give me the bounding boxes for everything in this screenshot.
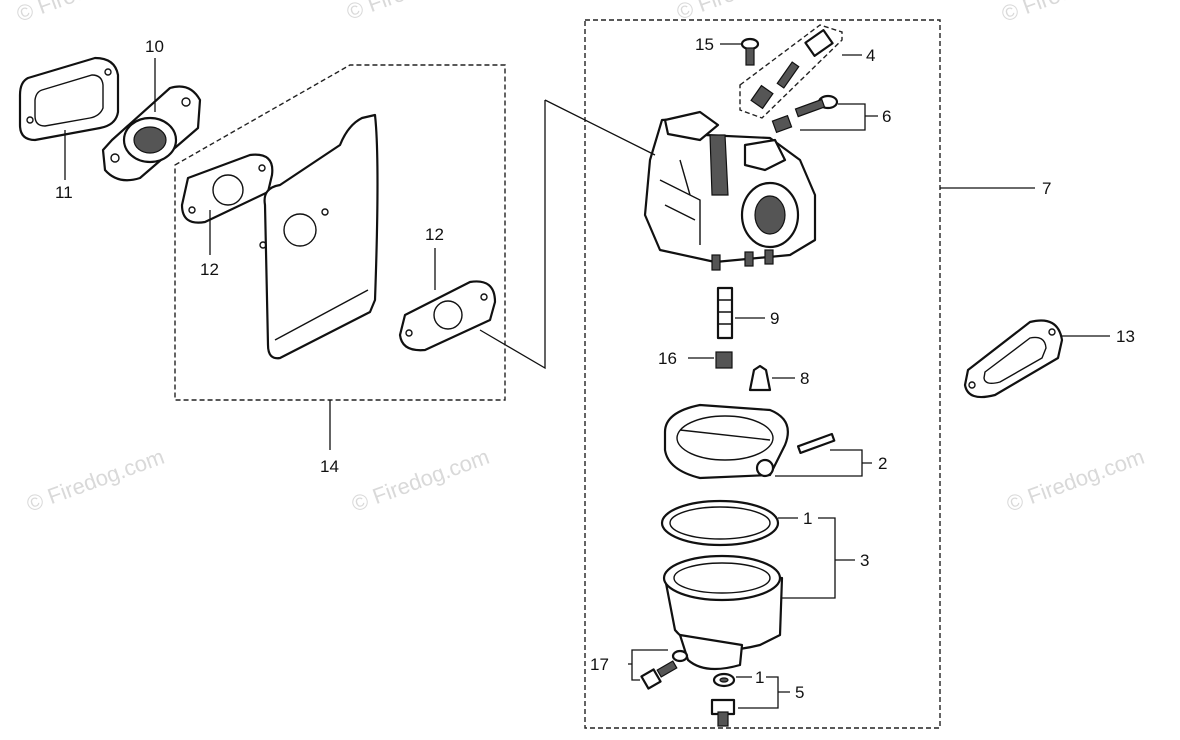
- leader-line-1-upper-3: [778, 517, 855, 599]
- callout-12-left: 12: [200, 260, 219, 279]
- watermark: © Firedog.com: [13, 0, 157, 27]
- watermark: © Firedog.com: [23, 444, 167, 517]
- callout-17: 17: [590, 655, 609, 674]
- leader-line-6: [800, 103, 878, 131]
- callout-13: 13: [1116, 327, 1135, 346]
- screw-part-15: [740, 37, 760, 66]
- leader-line-1-lower-5: [736, 676, 790, 709]
- jet-set-part-4: [750, 29, 834, 110]
- leader-line-2: [775, 449, 872, 477]
- drain-screw-part-17: [640, 649, 689, 690]
- carburetor-body-part-7: [643, 110, 817, 271]
- callout-8: 8: [800, 369, 809, 388]
- main-nozzle-part-9: [716, 286, 734, 340]
- jet-set-group-box: [739, 24, 843, 119]
- main-jet-part-16: [715, 351, 733, 369]
- watermark: © Firedog.com: [998, 0, 1142, 27]
- callout-3: 3: [860, 551, 869, 570]
- watermark: © Firedog.com: [348, 444, 492, 517]
- float-valve-part-8: [748, 364, 772, 392]
- callout-6: 6: [882, 107, 891, 126]
- watermark: © Firedog.com: [343, 0, 487, 25]
- insulator-part-10: [101, 85, 202, 182]
- o-ring-part-1-upper: [660, 499, 780, 547]
- gasket-part-11: [18, 56, 120, 142]
- screw-set-part-6: [771, 94, 839, 134]
- callout-9: 9: [770, 309, 779, 328]
- callout-11: 11: [55, 183, 73, 202]
- carburetor-assembly-group-box: [584, 19, 941, 729]
- leader-line-gasket-to-carb: [479, 99, 656, 370]
- bolt-set-part-5: [710, 672, 736, 727]
- gasket-part-12-left: [180, 153, 274, 224]
- callout-7: 7: [1042, 179, 1051, 198]
- watermark: © Firedog.com: [1003, 444, 1147, 517]
- callout-12-right: 12: [425, 225, 444, 244]
- heat-shield-plate: [259, 113, 379, 360]
- callout-10: 10: [145, 37, 164, 56]
- gasket-part-13: [963, 319, 1064, 399]
- watermark: © Firedog.com: [673, 0, 817, 25]
- callout-5: 5: [795, 683, 804, 702]
- callout-4: 4: [866, 46, 875, 65]
- float-chamber-part-3: [662, 554, 784, 671]
- callout-16: 16: [658, 349, 677, 368]
- callout-1-lower: 1: [755, 668, 764, 687]
- insulator-kit-group-box: [174, 64, 506, 401]
- callout-14: 14: [320, 457, 339, 476]
- float-part-2: [663, 403, 836, 480]
- callout-1-upper: 1: [803, 509, 812, 528]
- leader-line-17: [628, 649, 668, 681]
- callout-15: 15: [695, 35, 714, 54]
- callout-2: 2: [878, 454, 887, 473]
- gasket-part-12-right: [398, 280, 497, 352]
